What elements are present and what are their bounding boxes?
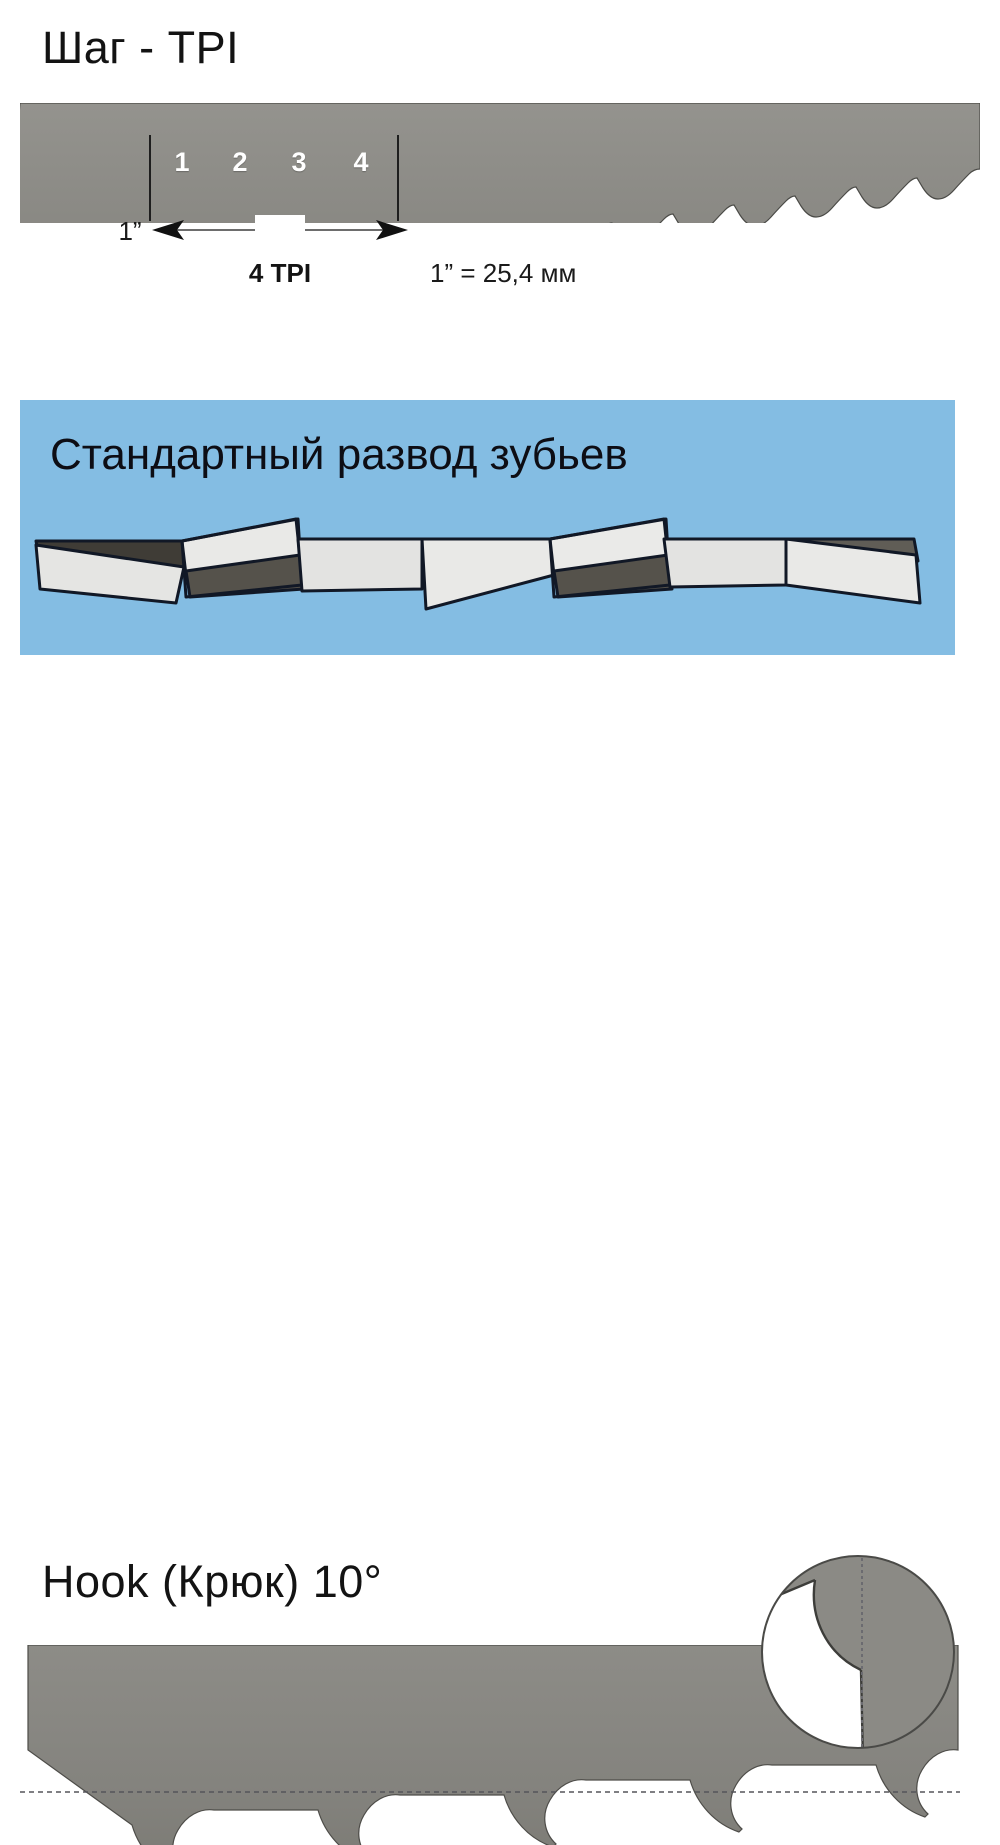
tooth-set-illustration bbox=[34, 517, 922, 611]
section-tooth-set: Стандартный развод зубьев bbox=[20, 400, 955, 655]
tooth-set-left-face bbox=[34, 543, 186, 605]
pitch-blade-illustration bbox=[20, 103, 980, 223]
magnifier-content bbox=[762, 1556, 954, 1748]
tooth-end-face bbox=[784, 537, 922, 605]
tooth-number-4: 4 bbox=[353, 147, 369, 177]
arrow-head-right-icon bbox=[376, 220, 408, 240]
pitch-dimension-label: 1” bbox=[118, 216, 142, 246]
tooth-set-title: Стандартный развод зубьев bbox=[50, 430, 628, 479]
tooth-number-2: 2 bbox=[232, 147, 248, 177]
tooth-straight-face-1 bbox=[296, 537, 424, 593]
hook-section-title: Hook (Крюк) 10° bbox=[42, 1556, 383, 1607]
tooth-straight-face-2 bbox=[662, 537, 788, 589]
arrow-head-left-icon bbox=[152, 220, 184, 240]
dimension-label-backdrop bbox=[255, 215, 305, 245]
pitch-dimension-arrow bbox=[150, 215, 410, 261]
tooth-number-1: 1 bbox=[174, 147, 190, 177]
dimension-arrow-svg bbox=[152, 215, 408, 245]
section-hook-angle: Hook (Крюк) 10° bbox=[0, 770, 1000, 1845]
pitch-tpi-label: 4 TPI bbox=[248, 258, 312, 288]
tooth-set-left-face-2 bbox=[420, 537, 556, 611]
section-pitch-tpi: Шаг - TPI 1 2 3 4 bbox=[0, 0, 1000, 330]
inch-conversion-label: 1” = 25,4 мм bbox=[430, 258, 577, 288]
pitch-blade-body bbox=[20, 103, 980, 223]
pitch-section-title: Шаг - TPI bbox=[42, 22, 240, 73]
hook-detail-magnifier bbox=[761, 1555, 955, 1749]
tooth-number-3: 3 bbox=[291, 147, 307, 177]
pitch-blade-svg bbox=[20, 103, 980, 223]
